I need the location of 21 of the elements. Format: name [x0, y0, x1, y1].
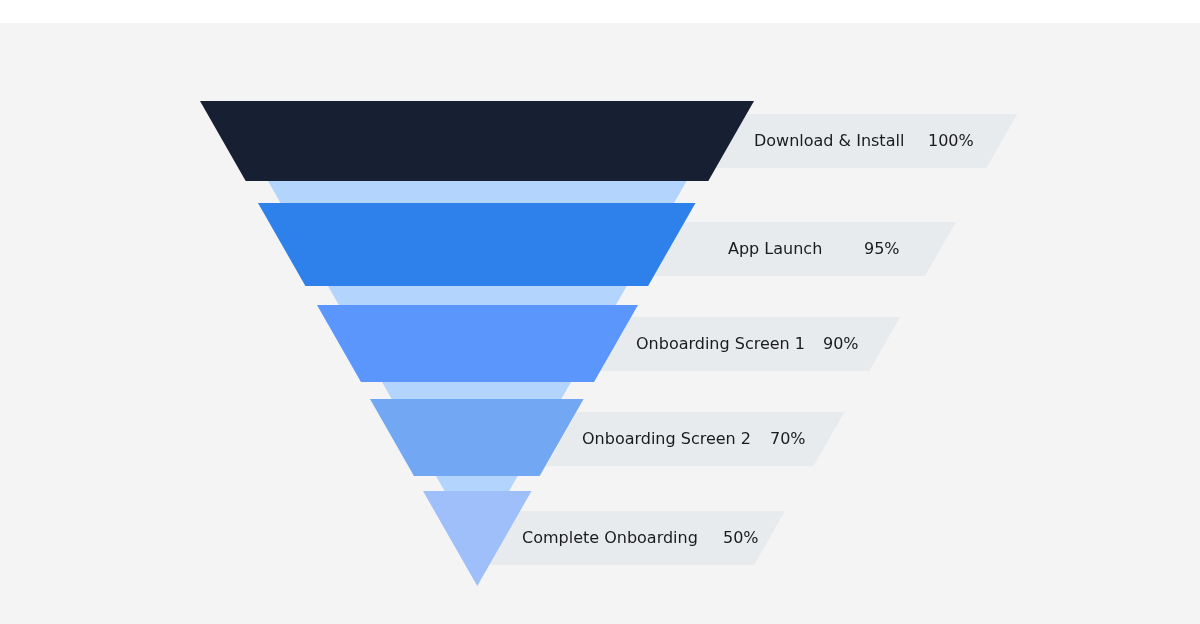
funnel-segment: [258, 203, 696, 286]
percentage-value: 90%: [823, 334, 859, 354]
stage-label: Onboarding Screen 2: [582, 429, 752, 449]
funnel-neck: [382, 382, 572, 399]
stage-label: Download & Install: [754, 131, 905, 151]
stage-label: Complete Onboarding: [522, 528, 698, 548]
percentage-value: 70%: [770, 429, 806, 449]
percentage-value: 100%: [928, 131, 974, 151]
stage-band: [545, 412, 844, 466]
stage-band: [489, 511, 785, 565]
funnel-neck: [327, 286, 627, 305]
stage-label: Onboarding Screen 1: [636, 334, 806, 354]
funnel-neck: [267, 181, 687, 203]
funnel-segment: [200, 101, 754, 181]
stage-band: [599, 317, 900, 371]
funnel-segment: [316, 305, 638, 382]
stage-band: [715, 114, 1017, 168]
funnel-segment: [370, 399, 584, 476]
percentage-value: 95%: [864, 239, 900, 259]
stage-label: App Launch: [728, 239, 823, 259]
percentage-value: 50%: [723, 528, 759, 548]
